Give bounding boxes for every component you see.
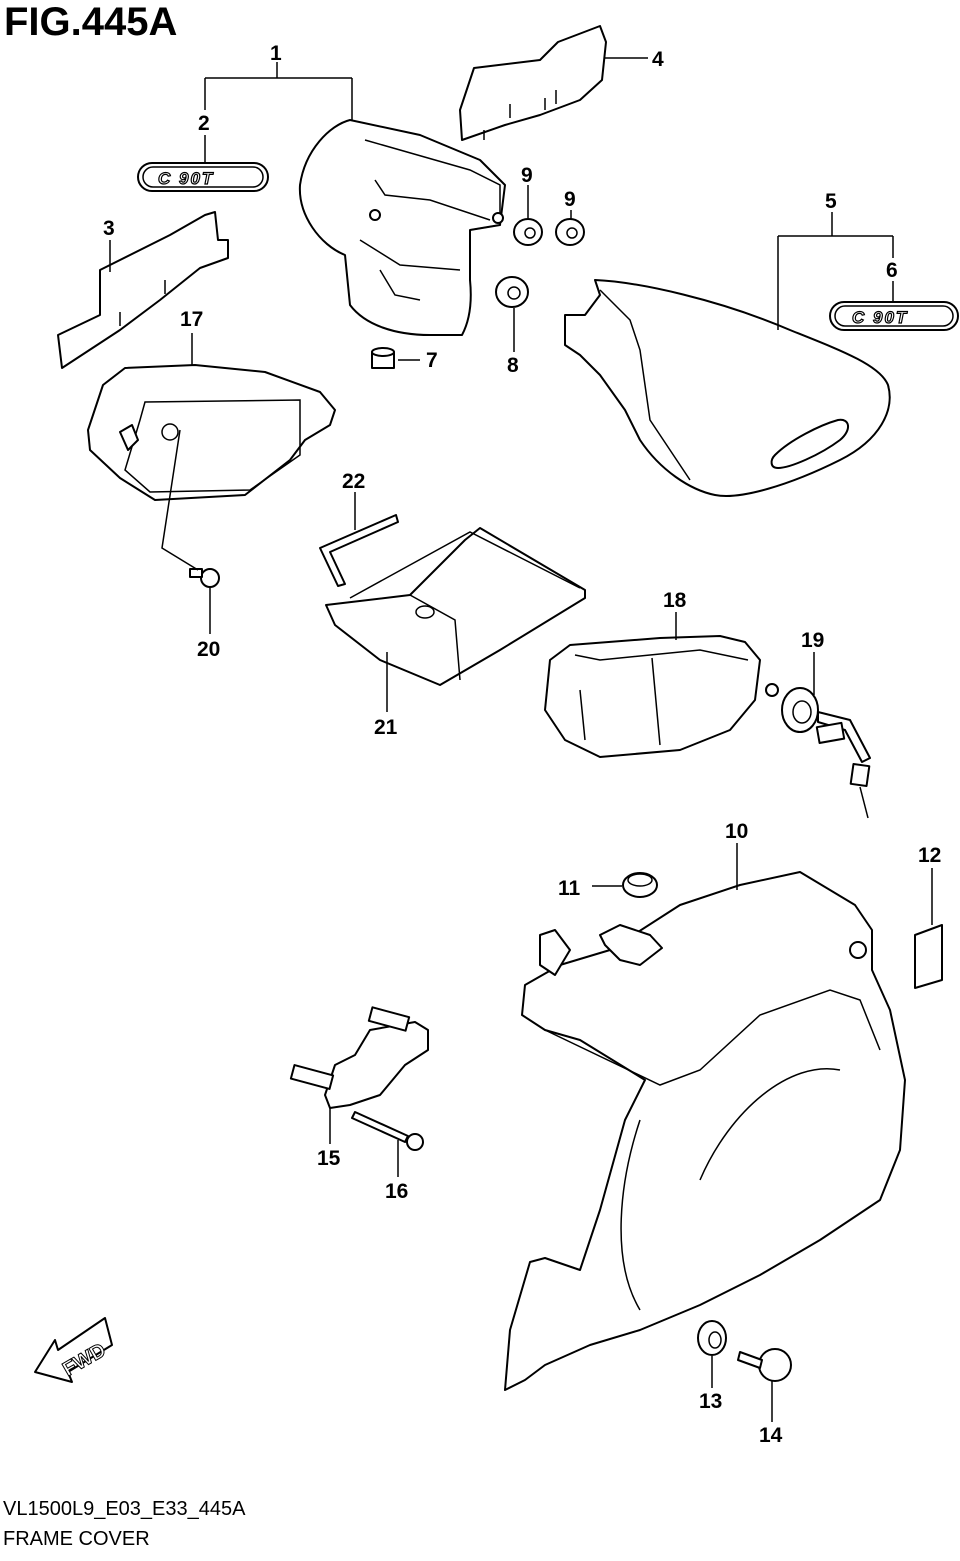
part-20-screw — [189, 568, 220, 588]
part-19-lock-set — [765, 683, 871, 819]
callout-15: 15 — [317, 1147, 341, 1170]
callout-12: 12 — [918, 844, 941, 867]
part-18-lock-cover — [544, 635, 761, 758]
part-22-wrench-tool — [319, 514, 399, 587]
figure-caption: FRAME COVER — [3, 1528, 150, 1550]
callout-3: 3 — [103, 217, 115, 240]
callout-17: 17 — [180, 308, 203, 331]
callout-9a: 9 — [521, 164, 533, 187]
callout-20: 20 — [197, 638, 220, 661]
callout-18: 18 — [663, 589, 687, 612]
callout-10: 10 — [725, 820, 748, 843]
callout-13: 13 — [699, 1390, 722, 1413]
callout-14: 14 — [759, 1424, 783, 1447]
callout-22: 22 — [342, 470, 365, 493]
part-5-frame-cover-right — [564, 279, 891, 497]
part-8-grommet — [495, 276, 529, 308]
callout-6: 6 — [886, 259, 898, 282]
callout-8: 8 — [507, 354, 519, 377]
part-9-grommet-b — [555, 218, 585, 246]
emblem-text-6: C 90T — [852, 308, 908, 327]
part-3-pad — [57, 211, 229, 369]
figure-title: FIG.445A — [4, 0, 178, 44]
part-10-frame-cover-large — [504, 871, 906, 1391]
callout-4: 4 — [652, 48, 664, 71]
callout-numbers: 1 2 3 4 5 6 7 8 9 9 10 11 12 13 14 15 16… — [103, 42, 941, 1447]
callout-16: 16 — [385, 1180, 408, 1203]
part-9-grommet-a — [513, 218, 543, 246]
callout-2: 2 — [198, 112, 210, 135]
part-21-tool-bag — [325, 527, 586, 686]
part-13-grommet — [697, 1320, 727, 1356]
part-7-cushion — [371, 347, 395, 369]
part-15-bracket — [289, 1006, 429, 1109]
part-14-bolt — [737, 1348, 792, 1382]
callout-11: 11 — [558, 877, 581, 900]
part-6-emblem: C 90T — [829, 301, 959, 331]
figure-code: VL1500L9_E03_E33_445A — [3, 1498, 246, 1520]
callout-9b: 9 — [564, 188, 576, 211]
callout-5: 5 — [825, 190, 837, 213]
part-17-inner-cover — [87, 364, 336, 501]
part-16-bolt — [351, 1111, 424, 1151]
callout-19: 19 — [801, 629, 824, 652]
part-1-frame-cover-upper — [298, 119, 506, 336]
part-4-pad — [459, 25, 607, 141]
part-2-emblem: C 90T — [137, 162, 269, 192]
leader-lines — [109, 57, 933, 1422]
fwd-arrow-icon: FWD — [34, 1317, 113, 1383]
callout-21: 21 — [374, 716, 398, 739]
callout-1: 1 — [270, 42, 282, 65]
emblem-text-2: C 90T — [158, 169, 214, 188]
callout-7: 7 — [426, 349, 438, 372]
part-11-grommet — [622, 872, 658, 898]
part-12-label — [914, 924, 943, 989]
